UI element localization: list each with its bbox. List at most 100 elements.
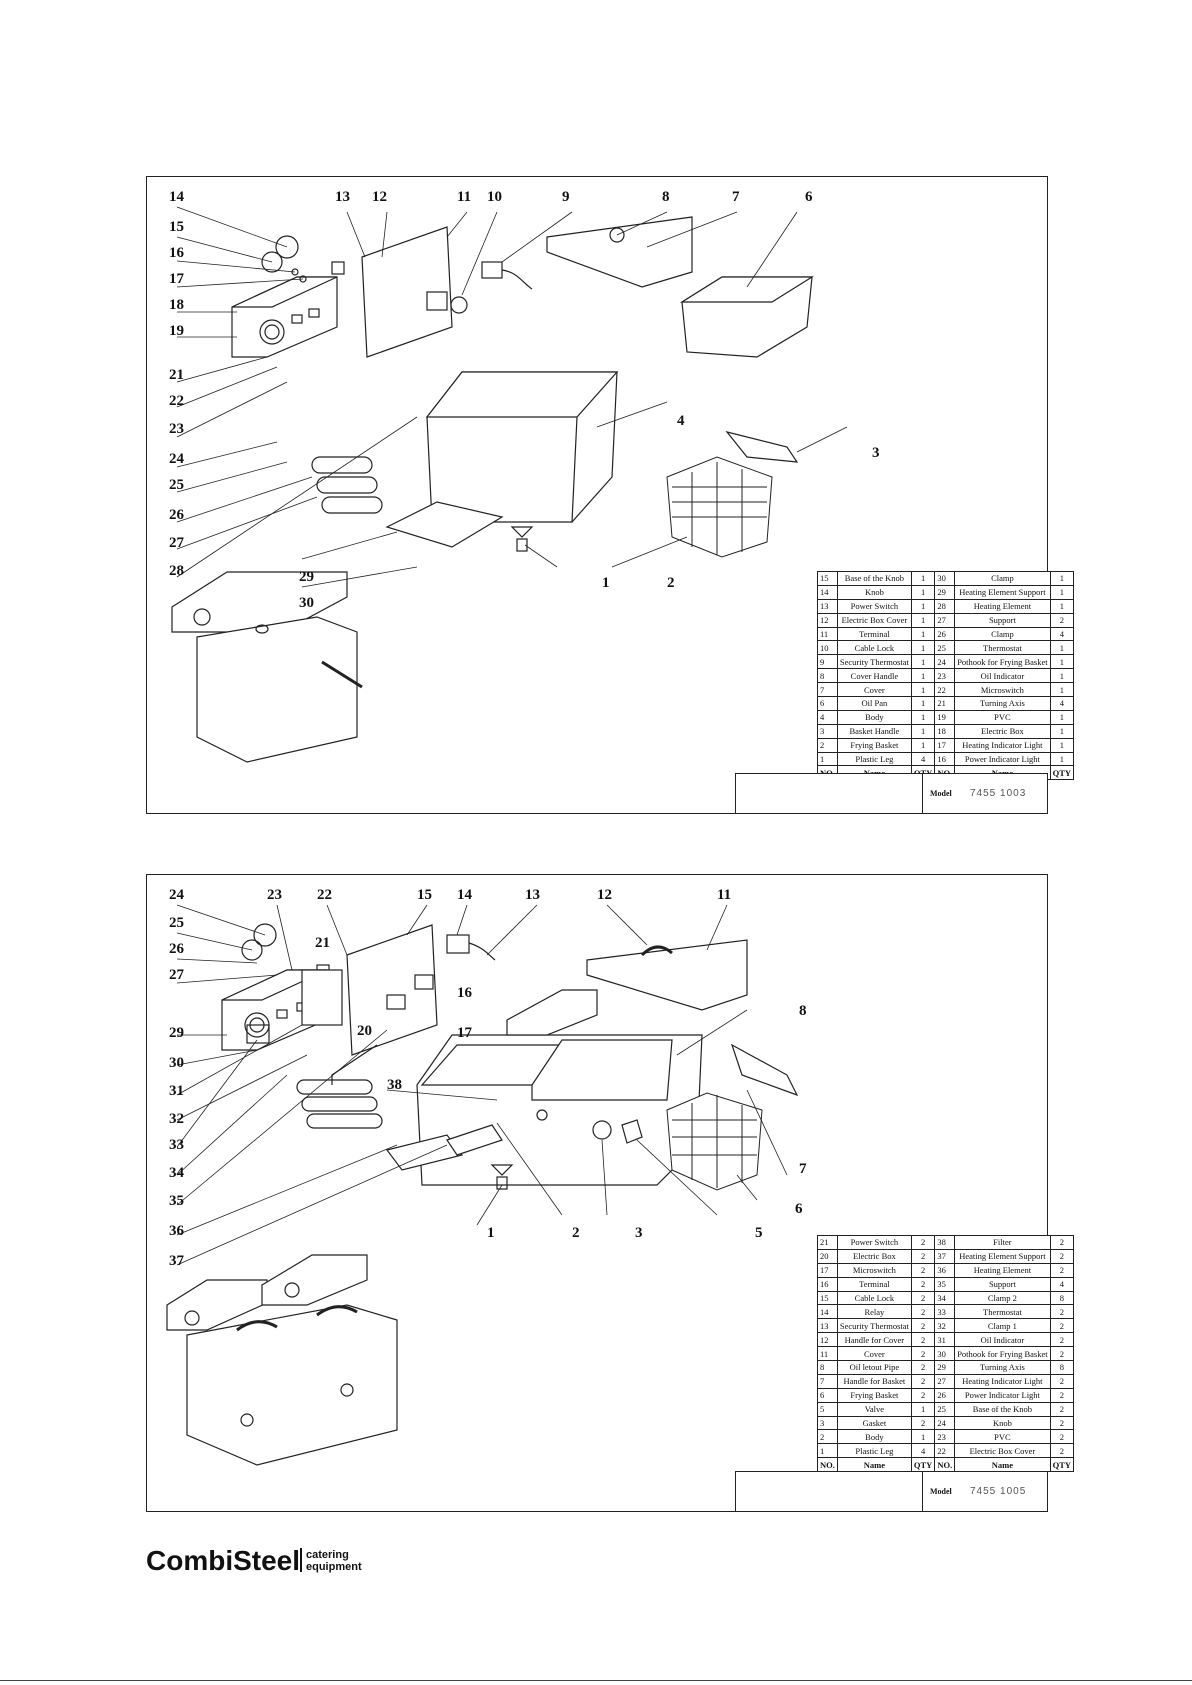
table-cell: 1 bbox=[910, 626, 936, 642]
table-cell: Microswitch bbox=[954, 682, 1051, 698]
handle-for-basket-part bbox=[730, 1043, 799, 1097]
table-cell: 1 bbox=[910, 612, 936, 628]
table-cell: 1 bbox=[910, 1429, 936, 1445]
table-cell: 7 bbox=[817, 1373, 838, 1389]
table-cell: Thermostat bbox=[954, 640, 1051, 656]
table-cell: 4 bbox=[910, 1443, 936, 1459]
callout-label: 26 bbox=[169, 507, 184, 523]
table-cell: 11 bbox=[817, 626, 838, 642]
table-cell: Power Switch bbox=[836, 1235, 912, 1250]
cover-handle-part bbox=[609, 227, 625, 243]
table-cell: 12 bbox=[817, 612, 838, 628]
table-cell: 29 bbox=[934, 1360, 956, 1375]
table-cell: 20 bbox=[817, 1248, 838, 1264]
callout-label: 3 bbox=[635, 1225, 643, 1241]
table-cell: PVC bbox=[954, 1429, 1051, 1445]
table-cell: 1 bbox=[1049, 571, 1075, 586]
table-cell: 7 bbox=[817, 682, 838, 698]
table-cell: 1 bbox=[910, 668, 936, 684]
table-cell: 38 bbox=[934, 1235, 956, 1250]
oil-pan-part bbox=[679, 276, 815, 358]
table-cell: 15 bbox=[817, 571, 838, 586]
table-cell: Turning Axis bbox=[954, 696, 1051, 711]
oil-letout-pipe-part bbox=[536, 1109, 548, 1121]
table-cell: Oil letout Pipe bbox=[836, 1360, 912, 1375]
callout-label: 23 bbox=[267, 887, 282, 903]
table-cell: 1 bbox=[1049, 751, 1075, 767]
table-cell: 13 bbox=[817, 1318, 838, 1334]
table-cell: 5 bbox=[817, 1401, 838, 1417]
callout-label: 7 bbox=[732, 189, 740, 205]
table-cell: 2 bbox=[910, 1360, 936, 1375]
table-cell: 1 bbox=[910, 598, 936, 614]
table-cell: 18 bbox=[934, 723, 956, 739]
callout-label: 2 bbox=[572, 1225, 580, 1241]
table-cell: Body bbox=[836, 1429, 912, 1445]
callout-label: 20 bbox=[357, 1023, 372, 1039]
leader-lines bbox=[176, 206, 848, 588]
model-block bbox=[922, 1471, 1048, 1512]
callout-label: 30 bbox=[299, 595, 314, 611]
table-cell: 12 bbox=[817, 1332, 838, 1348]
table-cell: 4 bbox=[1049, 626, 1075, 642]
model-number: 7455 1005 bbox=[970, 1486, 1027, 1497]
table-cell: Electric Box Cover bbox=[954, 1443, 1051, 1459]
model-label: Model bbox=[930, 789, 952, 798]
callout-label: 19 bbox=[169, 323, 184, 339]
callout-label: 11 bbox=[457, 189, 472, 205]
table-cell: 2 bbox=[1049, 612, 1075, 628]
table-cell: Power Indicator Light bbox=[954, 1387, 1051, 1403]
table-cell: Cover Handle bbox=[836, 668, 912, 684]
table-cell: 8 bbox=[1049, 1360, 1075, 1375]
model-block bbox=[922, 773, 1048, 814]
callout-label: 34 bbox=[169, 1165, 184, 1181]
table-cell: 15 bbox=[817, 1290, 838, 1306]
table-cell: 1 bbox=[817, 751, 838, 767]
table-cell: 16 bbox=[817, 1276, 838, 1292]
table-cell: 2 bbox=[1049, 1373, 1075, 1389]
model-label: Model bbox=[930, 1487, 952, 1496]
table-header-cell: NO. bbox=[817, 1457, 838, 1473]
table-cell: 4 bbox=[910, 751, 936, 767]
table-cell: Electric Box bbox=[836, 1248, 912, 1264]
table-cell: 2 bbox=[1049, 1318, 1075, 1334]
relay-part bbox=[446, 934, 470, 954]
table-cell: Support bbox=[954, 1276, 1051, 1292]
callout-label: 27 bbox=[169, 535, 184, 551]
callout-label: 25 bbox=[169, 477, 184, 493]
body-part bbox=[425, 371, 619, 523]
table-cell: 26 bbox=[934, 626, 956, 642]
table-cell: Plastic Leg bbox=[836, 1443, 912, 1459]
table-cell: 1 bbox=[910, 682, 936, 698]
table-header-cell: Name bbox=[954, 1457, 1051, 1473]
callout-label: 16 bbox=[169, 245, 184, 261]
table-cell: Turning Axis bbox=[954, 1360, 1051, 1375]
table-cell: 1 bbox=[910, 571, 936, 586]
table-cell: PVC bbox=[954, 709, 1051, 725]
table-header-cell: QTY bbox=[1049, 765, 1075, 781]
logo-brand: CombiSteel bbox=[146, 1545, 300, 1576]
table-cell: 6 bbox=[817, 1387, 838, 1403]
callout-label: 9 bbox=[562, 189, 570, 205]
table-cell: 34 bbox=[934, 1290, 956, 1306]
table-cell: 2 bbox=[910, 1235, 936, 1250]
table-cell: 2 bbox=[817, 737, 838, 753]
table-cell: Clamp bbox=[954, 571, 1051, 586]
heating-element-support-part bbox=[385, 1124, 503, 1171]
thermostat-part bbox=[246, 1024, 270, 1044]
table-cell: Heating Element bbox=[954, 1262, 1051, 1278]
